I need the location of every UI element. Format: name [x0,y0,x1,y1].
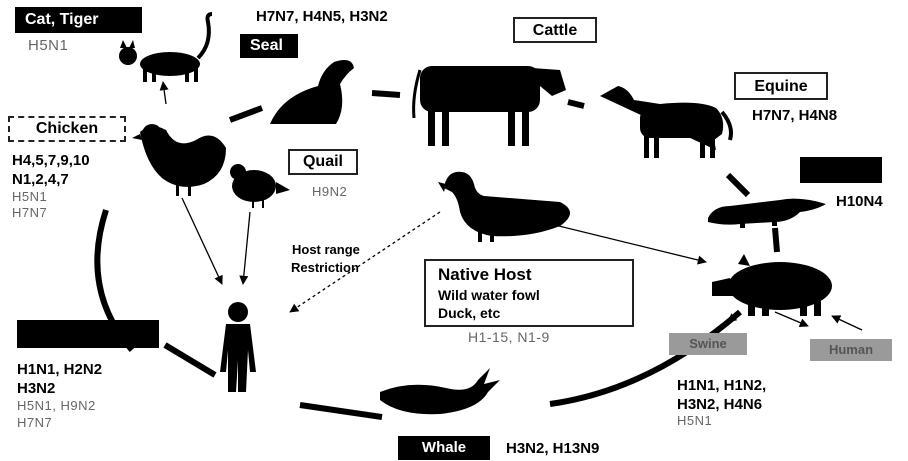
connector-mink-swine [775,228,777,252]
swine-subtypes-line2: H3N2, H4N6 [677,395,762,414]
chicken-subtypes-n: N1,2,4,7 [12,170,69,189]
connector-cattle-equine [568,102,584,106]
horse-silhouette [600,86,731,158]
seal-subtypes: H7N7, H4N5, H3N2 [256,7,388,26]
chicken-subtype-h7n7: H7N7 [12,205,47,220]
mink-silhouette [708,199,826,228]
connector-whale-human [300,405,382,417]
human-label [17,320,159,348]
whale-subtypes: H3N2, H13N9 [506,439,599,458]
host-range-label-line2: Restriction [291,259,359,277]
cattle-silhouette [414,66,566,146]
human-subtypes-line1: H1N1, H2N2 [17,360,102,379]
pig-silhouette [712,254,832,316]
native-host-line1: Wild water fowl [438,287,540,304]
seal-silhouette [270,60,354,124]
cat-tiger-subtype: H5N1 [28,36,68,55]
chicken-subtype-h5n1: H5N1 [12,189,47,204]
connector-human-box [165,345,215,375]
swine-human-label: Human [810,339,892,361]
arrow-chicken-to-human [182,198,222,284]
equine-subtypes: H7N7, H4N8 [752,106,837,125]
swine-subtypes-light: H5N1 [677,413,712,428]
swine-subtypes-line1: H1N1, H1N2, [677,376,766,395]
arrow-chicken-to-cat [163,82,166,104]
human-subtypes-line2: H3N2 [17,379,55,398]
human-silhouette [220,302,256,392]
connector-seal-cattle [372,93,400,95]
host-range-label-line1: Host range [292,241,360,259]
native-host-subtypes: H1-15, N1-9 [468,328,550,347]
equine-label: Equine [734,72,828,100]
native-host-title: Native Host [438,265,532,285]
cattle-label: Cattle [513,17,597,43]
human-subtypes-light1: H5N1, H9N2 [17,398,96,413]
connector-chicken-seal [230,108,262,120]
quail-subtypes: H9N2 [312,182,347,201]
quail-label: Quail [288,149,358,175]
native-host-box: Native Host Wild water fowl Duck, etc [424,259,634,327]
swine-label: Swine [669,333,747,355]
native-host-line2: Duck, etc [438,305,500,322]
duck-silhouette [438,172,570,242]
arrow-human-to-swine [832,316,862,330]
chicken-subtypes-h: H4,5,7,9,10 [12,151,90,170]
whale-silhouette [380,368,500,414]
quail-silhouette [230,164,290,208]
chicken-silhouette [132,124,226,196]
human-subtypes-light2: H7N7 [17,415,52,430]
mink-subtypes: H10N4 [836,192,883,211]
cat-tiger-label: Cat, Tiger [15,7,142,33]
arrow-quail-to-human [243,212,250,284]
mink-label [800,157,882,183]
connector-equine-mink [728,175,748,195]
whale-label: Whale [398,436,490,460]
chicken-label: Chicken [8,116,126,142]
seal-label: Seal [240,34,298,58]
